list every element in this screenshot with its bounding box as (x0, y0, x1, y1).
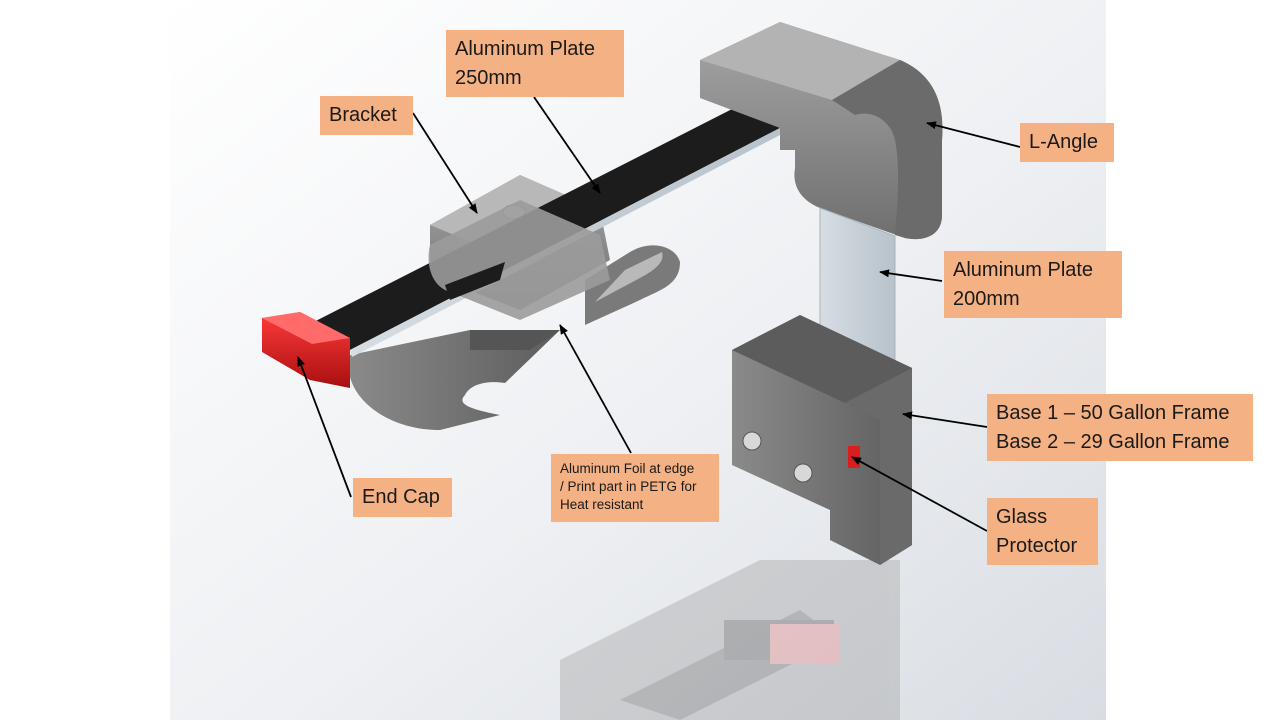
label-l-angle: L-Angle (1020, 123, 1114, 162)
l-angle-part (700, 22, 943, 240)
arrow-aluminum-plate-200 (879, 269, 943, 282)
arrow-aluminum-foil (559, 324, 632, 454)
label-bracket: Bracket (320, 96, 413, 135)
base-screw-1 (742, 431, 762, 451)
label-base: Base 1 – 50 Gallon Frame Base 2 – 29 Gal… (987, 394, 1253, 461)
arrow-end-cap (297, 356, 352, 498)
label-aluminum-plate-250: Aluminum Plate 250mm (446, 30, 624, 97)
label-glass-protector: Glass Protector (987, 498, 1098, 565)
base-part (732, 315, 912, 565)
label-aluminum-plate-200: Aluminum Plate 200mm (944, 251, 1122, 318)
label-end-cap: End Cap (353, 478, 452, 517)
label-aluminum-foil-note: Aluminum Foil at edge / Print part in PE… (551, 454, 719, 522)
leader-arrows (297, 96, 1021, 532)
glass-protector-part (848, 446, 860, 468)
reflection (560, 560, 900, 720)
arrow-base (902, 411, 988, 428)
arrow-aluminum-plate-250 (533, 96, 601, 194)
arrow-bracket (412, 112, 478, 214)
arrow-l-angle (926, 121, 1021, 148)
arrow-glass-protector (851, 456, 988, 532)
end-cap-part (262, 312, 350, 388)
base-screw-2 (793, 463, 813, 483)
